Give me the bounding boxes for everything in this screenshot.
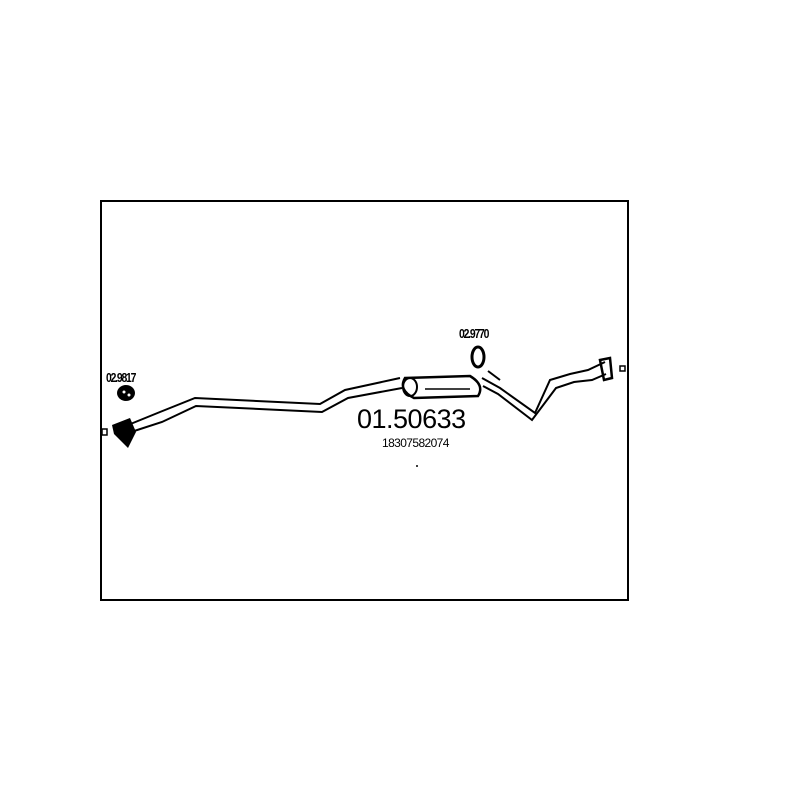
diagram-frame bbox=[100, 200, 629, 601]
gasket-icon bbox=[117, 385, 135, 401]
front-flange bbox=[101, 418, 136, 448]
dot-mark bbox=[416, 465, 418, 467]
oem-number: 18307582074 bbox=[382, 436, 449, 450]
rubber-ring-icon bbox=[470, 345, 486, 369]
rear-flange bbox=[598, 356, 626, 382]
part-number: 01.50633 bbox=[357, 404, 466, 434]
exhaust-pipe bbox=[127, 361, 607, 434]
muffler bbox=[401, 374, 482, 400]
gasket-label: 02.9817 bbox=[106, 370, 136, 385]
rubber-ring-label: 02.9770 bbox=[459, 326, 489, 341]
